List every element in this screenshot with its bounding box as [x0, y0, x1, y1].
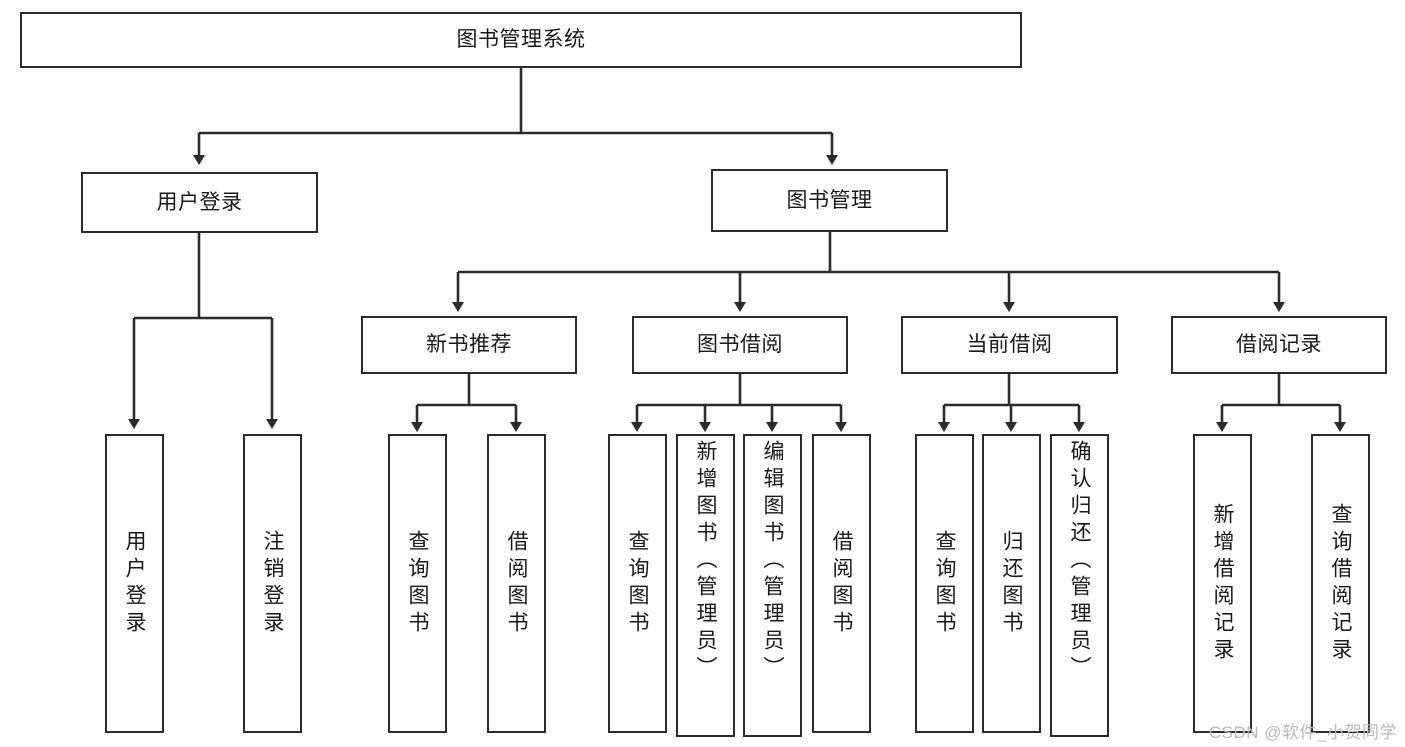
node-root[interactable]: 图书管理系统 [20, 12, 1022, 68]
node-book-manage[interactable]: 图书管理 [711, 169, 948, 232]
node-leaf-query-record[interactable]: 查询借阅记录 [1311, 434, 1370, 733]
node-leaf-add-record-label: 新增借阅记录 [1211, 502, 1234, 665]
node-leaf-add-book-label: 新增图书（管理员） [694, 440, 717, 683]
node-leaf-edit-book[interactable]: 编辑图书（管理员） [743, 434, 802, 737]
node-leaf-confirm-return-label: 确认归还（管理员） [1068, 440, 1091, 683]
node-leaf-confirm-return[interactable]: 确认归还（管理员） [1050, 434, 1109, 737]
node-leaf-query-book-2[interactable]: 查询图书 [608, 434, 667, 733]
node-new-book-recommend-label: 新书推荐 [426, 333, 512, 357]
node-leaf-borrow-book-1-label: 借阅图书 [505, 529, 528, 638]
node-new-book-recommend[interactable]: 新书推荐 [361, 316, 577, 374]
node-leaf-query-book-3-label: 查询图书 [933, 529, 956, 638]
node-leaf-edit-book-label: 编辑图书（管理员） [761, 440, 784, 683]
node-user-login[interactable]: 用户登录 [81, 172, 318, 233]
node-leaf-return-book[interactable]: 归还图书 [982, 434, 1041, 733]
node-leaf-query-record-label: 查询借阅记录 [1329, 502, 1352, 665]
node-leaf-return-book-label: 归还图书 [1000, 529, 1023, 638]
node-leaf-borrow-book-2[interactable]: 借阅图书 [812, 434, 871, 733]
node-leaf-add-record[interactable]: 新增借阅记录 [1193, 434, 1252, 733]
node-leaf-borrow-book-2-label: 借阅图书 [830, 529, 853, 638]
node-leaf-logout-login[interactable]: 注销登录 [243, 434, 302, 733]
node-current-borrow[interactable]: 当前借阅 [901, 316, 1118, 374]
node-leaf-logout-login-label: 注销登录 [261, 529, 284, 638]
node-user-login-label: 用户登录 [156, 190, 243, 214]
node-leaf-query-book-2-label: 查询图书 [626, 529, 649, 638]
node-current-borrow-label: 当前借阅 [966, 333, 1053, 357]
node-borrow-record[interactable]: 借阅记录 [1171, 316, 1387, 374]
node-leaf-borrow-book-1[interactable]: 借阅图书 [487, 434, 546, 733]
node-leaf-user-login[interactable]: 用户登录 [105, 434, 164, 733]
node-borrow-record-label: 借阅记录 [1236, 333, 1322, 357]
watermark: CSDN @软件_小贺同学 [1208, 723, 1397, 742]
node-leaf-query-book-3[interactable]: 查询图书 [915, 434, 974, 733]
node-leaf-query-book-1-label: 查询图书 [406, 529, 429, 638]
node-leaf-user-login-label: 用户登录 [123, 529, 146, 638]
node-book-manage-label: 图书管理 [786, 188, 873, 212]
node-root-label: 图书管理系统 [456, 28, 586, 52]
node-book-borrow[interactable]: 图书借阅 [632, 316, 848, 374]
node-leaf-query-book-1[interactable]: 查询图书 [388, 434, 447, 733]
node-leaf-add-book[interactable]: 新增图书（管理员） [676, 434, 735, 737]
node-book-borrow-label: 图书借阅 [697, 333, 783, 357]
